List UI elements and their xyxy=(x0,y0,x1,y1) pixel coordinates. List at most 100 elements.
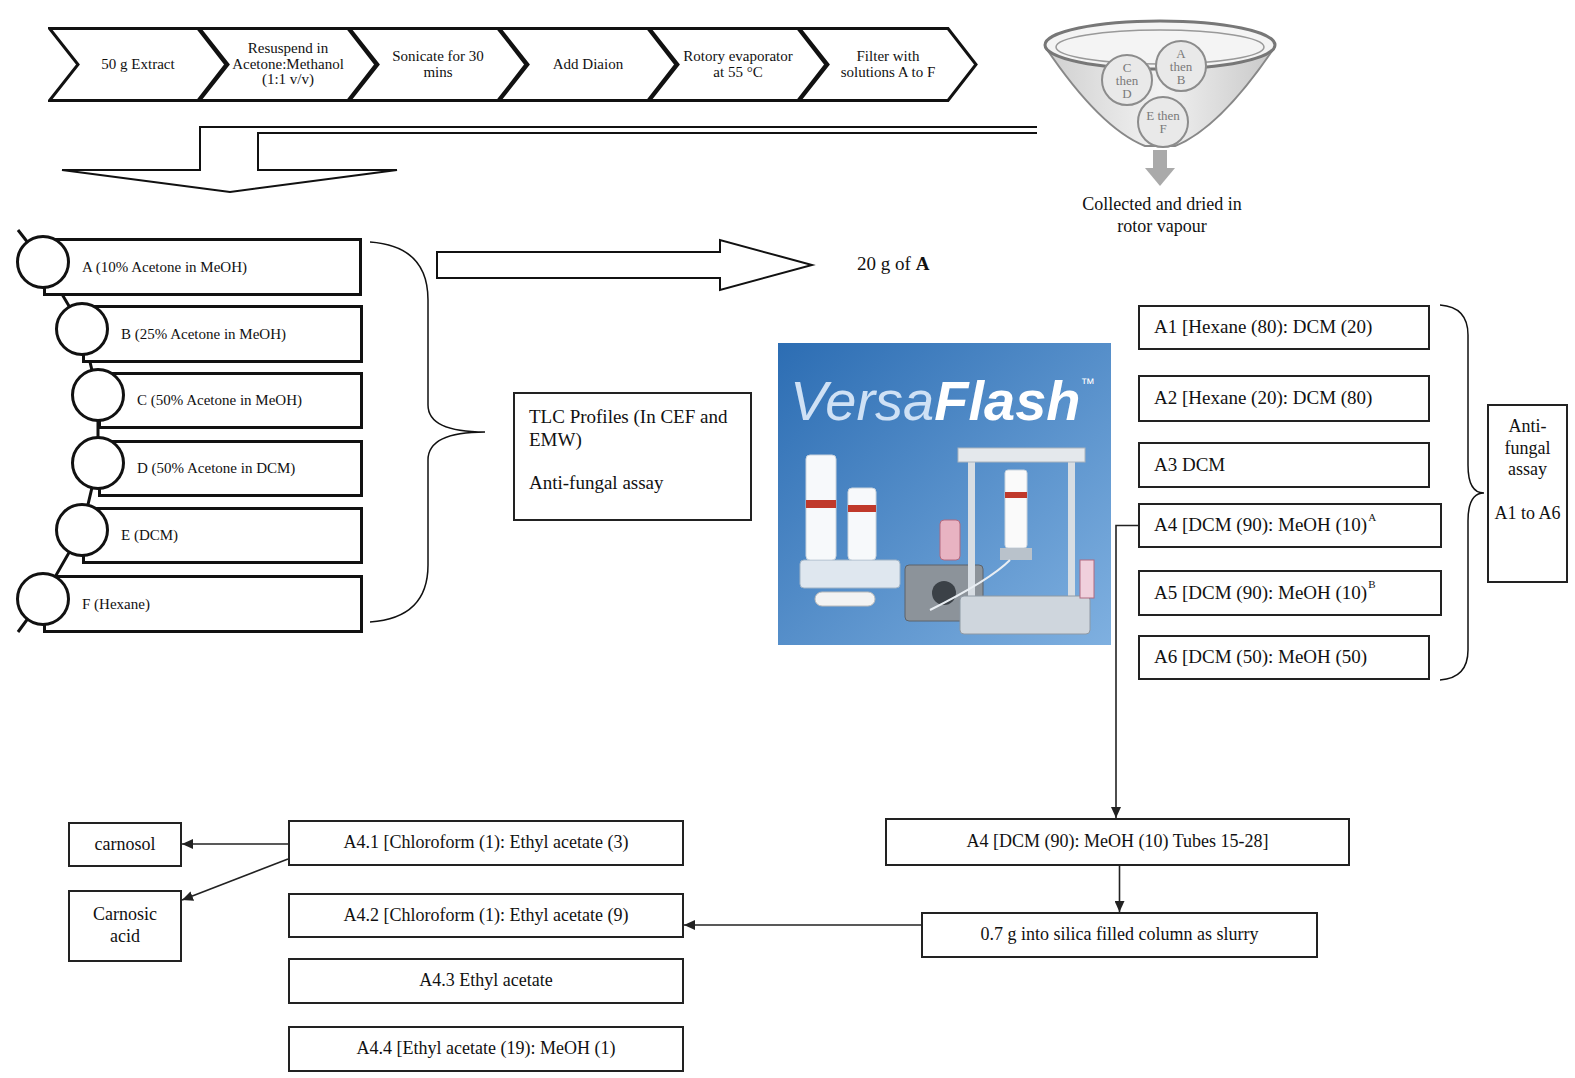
fraction-box: E (DCM) xyxy=(82,507,363,564)
process-box: TLC Profiles (In CEF and EMW)Anti-fungal… xyxy=(513,392,752,521)
chevron-text-area: Sonicate for 30 mins xyxy=(380,31,496,98)
fraction-box: B (25% Acetone in MeOH) xyxy=(82,305,363,363)
chevron-text-area: Resuspend in Acetone:Methanol (1:1 v/v) xyxy=(230,31,346,98)
step-text: Sonicate for 30 mins xyxy=(380,49,496,81)
process-chevron: Sonicate for 30 mins xyxy=(348,27,528,102)
fraction-text: A5 [DCM (90): MeOH (10) xyxy=(1154,582,1367,605)
process-box: Carnosic acid xyxy=(68,890,182,962)
grey-arrow xyxy=(1153,150,1167,168)
process-box: A4 [DCM (90): MeOH (10)A xyxy=(1138,503,1442,548)
process-chevron: Resuspend in Acetone:Methanol (1:1 v/v) xyxy=(198,27,378,102)
fraction-text: A (10% Acetone in MeOH) xyxy=(82,259,247,276)
fraction-text: A2 [Hexane (20): DCM (80) xyxy=(1154,387,1372,410)
column xyxy=(815,592,875,606)
clamp xyxy=(1000,548,1032,560)
chevron-outline xyxy=(500,29,677,101)
fraction-text: carnosol xyxy=(95,834,156,856)
stand-base xyxy=(960,596,1090,634)
fraction-box: D (50% Acetone in DCM) xyxy=(98,440,363,497)
stand-rod xyxy=(968,448,975,618)
chevron-text-area: Rotory evaporator at 55 °C xyxy=(680,31,796,98)
step-text: 50 g Extract xyxy=(101,57,174,73)
list-circle xyxy=(55,503,109,557)
trademark-mark: ™ xyxy=(1080,376,1094,391)
fraction-circle: E then F xyxy=(1137,96,1189,148)
box-heading: Anti-fungal assay xyxy=(1493,416,1562,481)
fraction-text: A4.2 [Chloroform (1): Ethyl acetate (9) xyxy=(344,905,629,927)
chevron-outline xyxy=(50,29,227,101)
fraction-letter: A xyxy=(916,253,930,276)
step-text: Rotory evaporator at 55 °C xyxy=(680,49,796,81)
process-chevron: Filter with solutions A to F xyxy=(798,27,978,102)
stand-rod xyxy=(1068,448,1075,618)
fraction-box: F (Hexane) xyxy=(43,575,363,633)
process-box: A4 [DCM (90): MeOH (10) Tubes 15-28] xyxy=(885,818,1350,866)
fraction-text: 0.7 g into silica filled column as slurr… xyxy=(981,924,1259,946)
list-circle xyxy=(71,436,125,490)
superscript-mark: B xyxy=(1368,578,1375,591)
box-heading: TLC Profiles (In CEF and EMW) xyxy=(529,406,736,452)
brand-mark: VersaFlash™ xyxy=(790,372,1094,431)
superscript-mark: A xyxy=(1368,511,1376,524)
fraction-text: A1 [Hexane (80): DCM (20) xyxy=(1154,316,1372,339)
fraction-text: A4.3 Ethyl acetate xyxy=(419,970,552,992)
box-body: A1 to A6 xyxy=(1494,503,1560,525)
fraction-text: A4 [DCM (90): MeOH (10) Tubes 15-28] xyxy=(967,831,1269,853)
process-box: A6 [DCM (50): MeOH (50) xyxy=(1138,635,1430,680)
pump-knob xyxy=(932,581,956,605)
process-box: A3 DCM xyxy=(1138,442,1430,488)
tray xyxy=(800,560,900,588)
process-chevron: Add Diaion xyxy=(498,27,678,102)
note-text: Collected and dried in rotor vapour xyxy=(1082,194,1241,236)
process-box: Anti-fungal assay A1 to A6 xyxy=(1487,404,1568,583)
step-text: Add Diaion xyxy=(553,57,623,73)
chevron-text-area: Add Diaion xyxy=(530,31,646,98)
process-box: A5 [DCM (90): MeOH (10)B xyxy=(1138,570,1442,616)
process-box: A1 [Hexane (80): DCM (20) xyxy=(1138,305,1430,350)
fraction-text: A6 [DCM (50): MeOH (50) xyxy=(1154,646,1367,669)
grey-arrow xyxy=(1145,168,1175,186)
versaflash-photo xyxy=(778,343,1111,645)
fraction-text: D (50% Acetone in DCM) xyxy=(137,460,295,477)
fraction-text: B (25% Acetone in MeOH) xyxy=(121,326,286,343)
column-band xyxy=(806,500,836,508)
brand-text: Flash xyxy=(934,372,1080,431)
connector-arrow xyxy=(684,924,921,926)
step-text: Filter with solutions A to F xyxy=(830,49,946,81)
photo-ground xyxy=(778,343,1111,645)
chevron-outline xyxy=(200,29,377,101)
label-box: Collected and dried in rotor vapour xyxy=(1082,194,1242,237)
hollow-arrow xyxy=(437,240,812,290)
chevron-text-area: Filter with solutions A to F xyxy=(830,31,946,98)
fraction-circle: C then D xyxy=(1101,54,1153,106)
circle-text: A then B xyxy=(1164,47,1198,86)
fraction-circle: A then B xyxy=(1155,40,1207,92)
amount-label: 20 g ofA xyxy=(857,253,930,276)
amount-text: 20 g of xyxy=(857,253,911,276)
fraction-text: F (Hexane) xyxy=(82,596,150,613)
fraction-text: E (DCM) xyxy=(121,527,178,544)
brace xyxy=(1440,305,1484,680)
chevron-text-area: 50 g Extract xyxy=(80,31,196,98)
process-box: carnosol xyxy=(68,822,182,867)
process-box: 0.7 g into silica filled column as slurr… xyxy=(921,912,1318,958)
step-text: Resuspend in Acetone:Methanol (1:1 v/v) xyxy=(230,41,346,88)
chevron-outline xyxy=(350,29,527,101)
tubing xyxy=(930,560,1010,610)
process-box: A4.4 [Ethyl acetate (19): MeOH (1) xyxy=(288,1026,684,1072)
circle-text: C then D xyxy=(1110,61,1144,100)
brand-text: Versa xyxy=(790,372,934,431)
fraction-text: A4.4 [Ethyl acetate (19): MeOH (1) xyxy=(357,1038,616,1060)
fraction-text: A4 [DCM (90): MeOH (10) xyxy=(1154,514,1367,537)
fraction-box: C (50% Acetone in MeOH) xyxy=(98,372,363,429)
chevron-outline xyxy=(650,29,827,101)
column xyxy=(1005,470,1027,548)
connector-arrow xyxy=(182,859,288,900)
list-circle xyxy=(16,235,70,289)
circle-text: E then F xyxy=(1146,109,1180,135)
fraction-text: A4.1 [Chloroform (1): Ethyl acetate (3) xyxy=(344,832,629,854)
fraction-box: A (10% Acetone in MeOH) xyxy=(43,238,362,296)
process-box: A4.1 [Chloroform (1): Ethyl acetate (3) xyxy=(288,820,684,866)
connector-arrow xyxy=(1119,866,1121,912)
